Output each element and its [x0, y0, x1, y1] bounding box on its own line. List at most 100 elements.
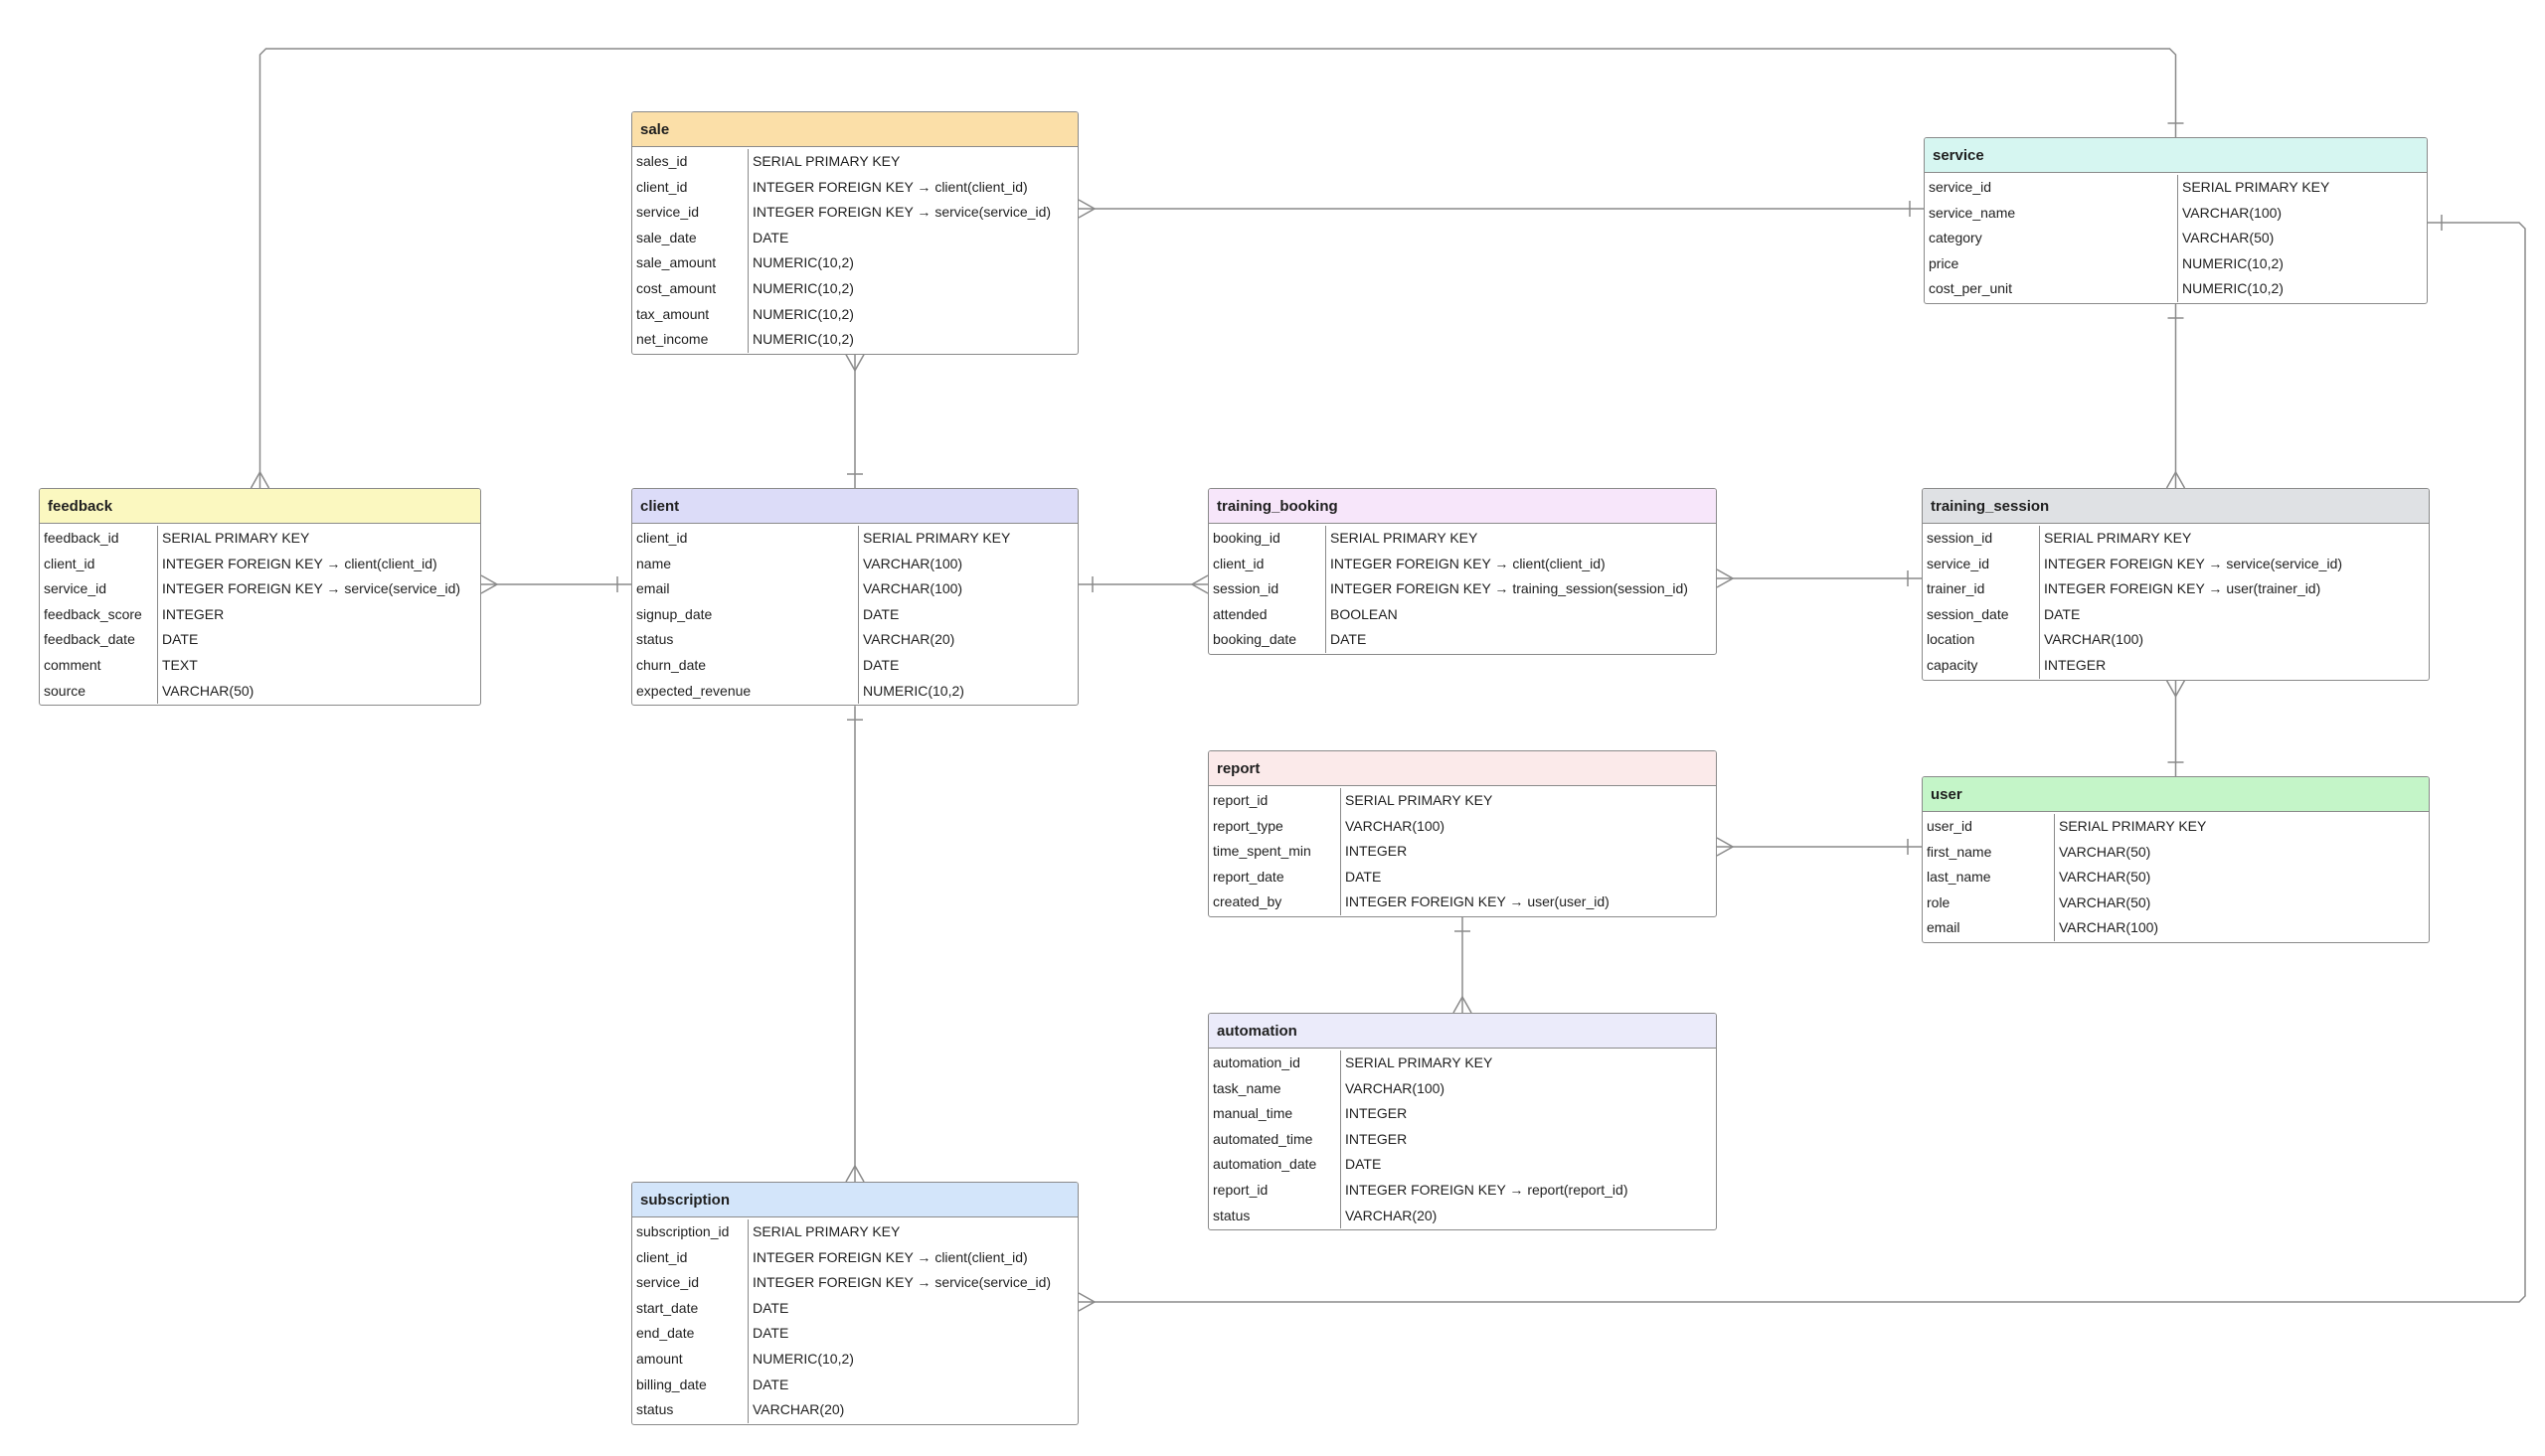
table-title: training_session	[1923, 489, 2429, 524]
column-name: last_name	[1923, 865, 2055, 890]
column-name: cost_per_unit	[1925, 276, 2178, 302]
many-cardinality-marker	[845, 1164, 865, 1183]
many-cardinality-marker	[1190, 574, 1209, 594]
column-name: first_name	[1923, 839, 2055, 866]
column-name: service_id	[632, 200, 749, 226]
column-type: VARCHAR(100)	[2059, 919, 2159, 936]
column-type: INTEGER FOREIGN KEY → client(client_id)	[1330, 555, 1606, 571]
column-name: service_id	[1925, 175, 2178, 201]
column-name: expected_revenue	[632, 678, 859, 705]
many-cardinality-marker	[1716, 568, 1735, 588]
column-type: DATE	[863, 605, 900, 622]
table-title: client	[632, 489, 1078, 524]
column-name: booking_date	[1209, 627, 1326, 653]
column-name: automated_time	[1209, 1126, 1341, 1153]
column-name: sales_id	[632, 149, 749, 175]
column-type: INTEGER FOREIGN KEY → report(report_id)	[1345, 1181, 1628, 1198]
column-name: end_date	[632, 1321, 749, 1347]
column-name: trainer_id	[1923, 576, 2040, 602]
table-title: service	[1925, 138, 2427, 173]
many-cardinality-marker	[2165, 470, 2186, 489]
column-type: VARCHAR(100)	[863, 555, 963, 571]
many-cardinality-marker	[845, 354, 865, 373]
column-name: client_id	[632, 526, 859, 552]
column-name: report_id	[1209, 1177, 1341, 1204]
column-type: INTEGER FOREIGN KEY → user(trainer_id)	[2044, 580, 2321, 597]
column-name: sale_amount	[632, 250, 749, 276]
column-name: signup_date	[632, 601, 859, 628]
column-type: INTEGER FOREIGN KEY → client(client_id)	[753, 178, 1028, 195]
column-name: status	[632, 1397, 749, 1423]
column-type: SERIAL PRIMARY KEY	[2182, 179, 2330, 195]
column-type: DATE	[753, 229, 789, 245]
column-name: client_id	[632, 174, 749, 201]
column-name: service_id	[632, 1270, 749, 1296]
column-type: NUMERIC(10,2)	[753, 305, 854, 322]
rel-service-feedback	[258, 48, 2177, 488]
column-name: email	[632, 576, 859, 602]
column-type: DATE	[162, 631, 199, 648]
column-name: attended	[1209, 601, 1326, 628]
column-name: amount	[632, 1346, 749, 1373]
column-name: time_spent_min	[1209, 839, 1341, 865]
column-name: automation_date	[1209, 1152, 1341, 1178]
column-name: client_id	[632, 1244, 749, 1271]
column-name: user_id	[1923, 814, 2055, 840]
column-type: VARCHAR(50)	[2059, 893, 2151, 910]
column-type: SERIAL PRIMARY KEY	[2044, 530, 2192, 546]
many-cardinality-marker	[1078, 199, 1097, 219]
column-type: INTEGER FOREIGN KEY → training_session(s…	[1330, 580, 1688, 597]
column-name: role	[1923, 890, 2055, 916]
column-type: BOOLEAN	[1330, 605, 1398, 622]
column-name: service_id	[1923, 551, 2040, 577]
many-cardinality-marker	[480, 574, 499, 594]
column-type: NUMERIC(10,2)	[753, 254, 854, 271]
column-name: churn_date	[632, 652, 859, 679]
table-title: automation	[1209, 1014, 1716, 1049]
column-name: report_date	[1209, 864, 1341, 890]
column-type: NUMERIC(10,2)	[753, 279, 854, 296]
column-type: INTEGER	[162, 605, 225, 622]
